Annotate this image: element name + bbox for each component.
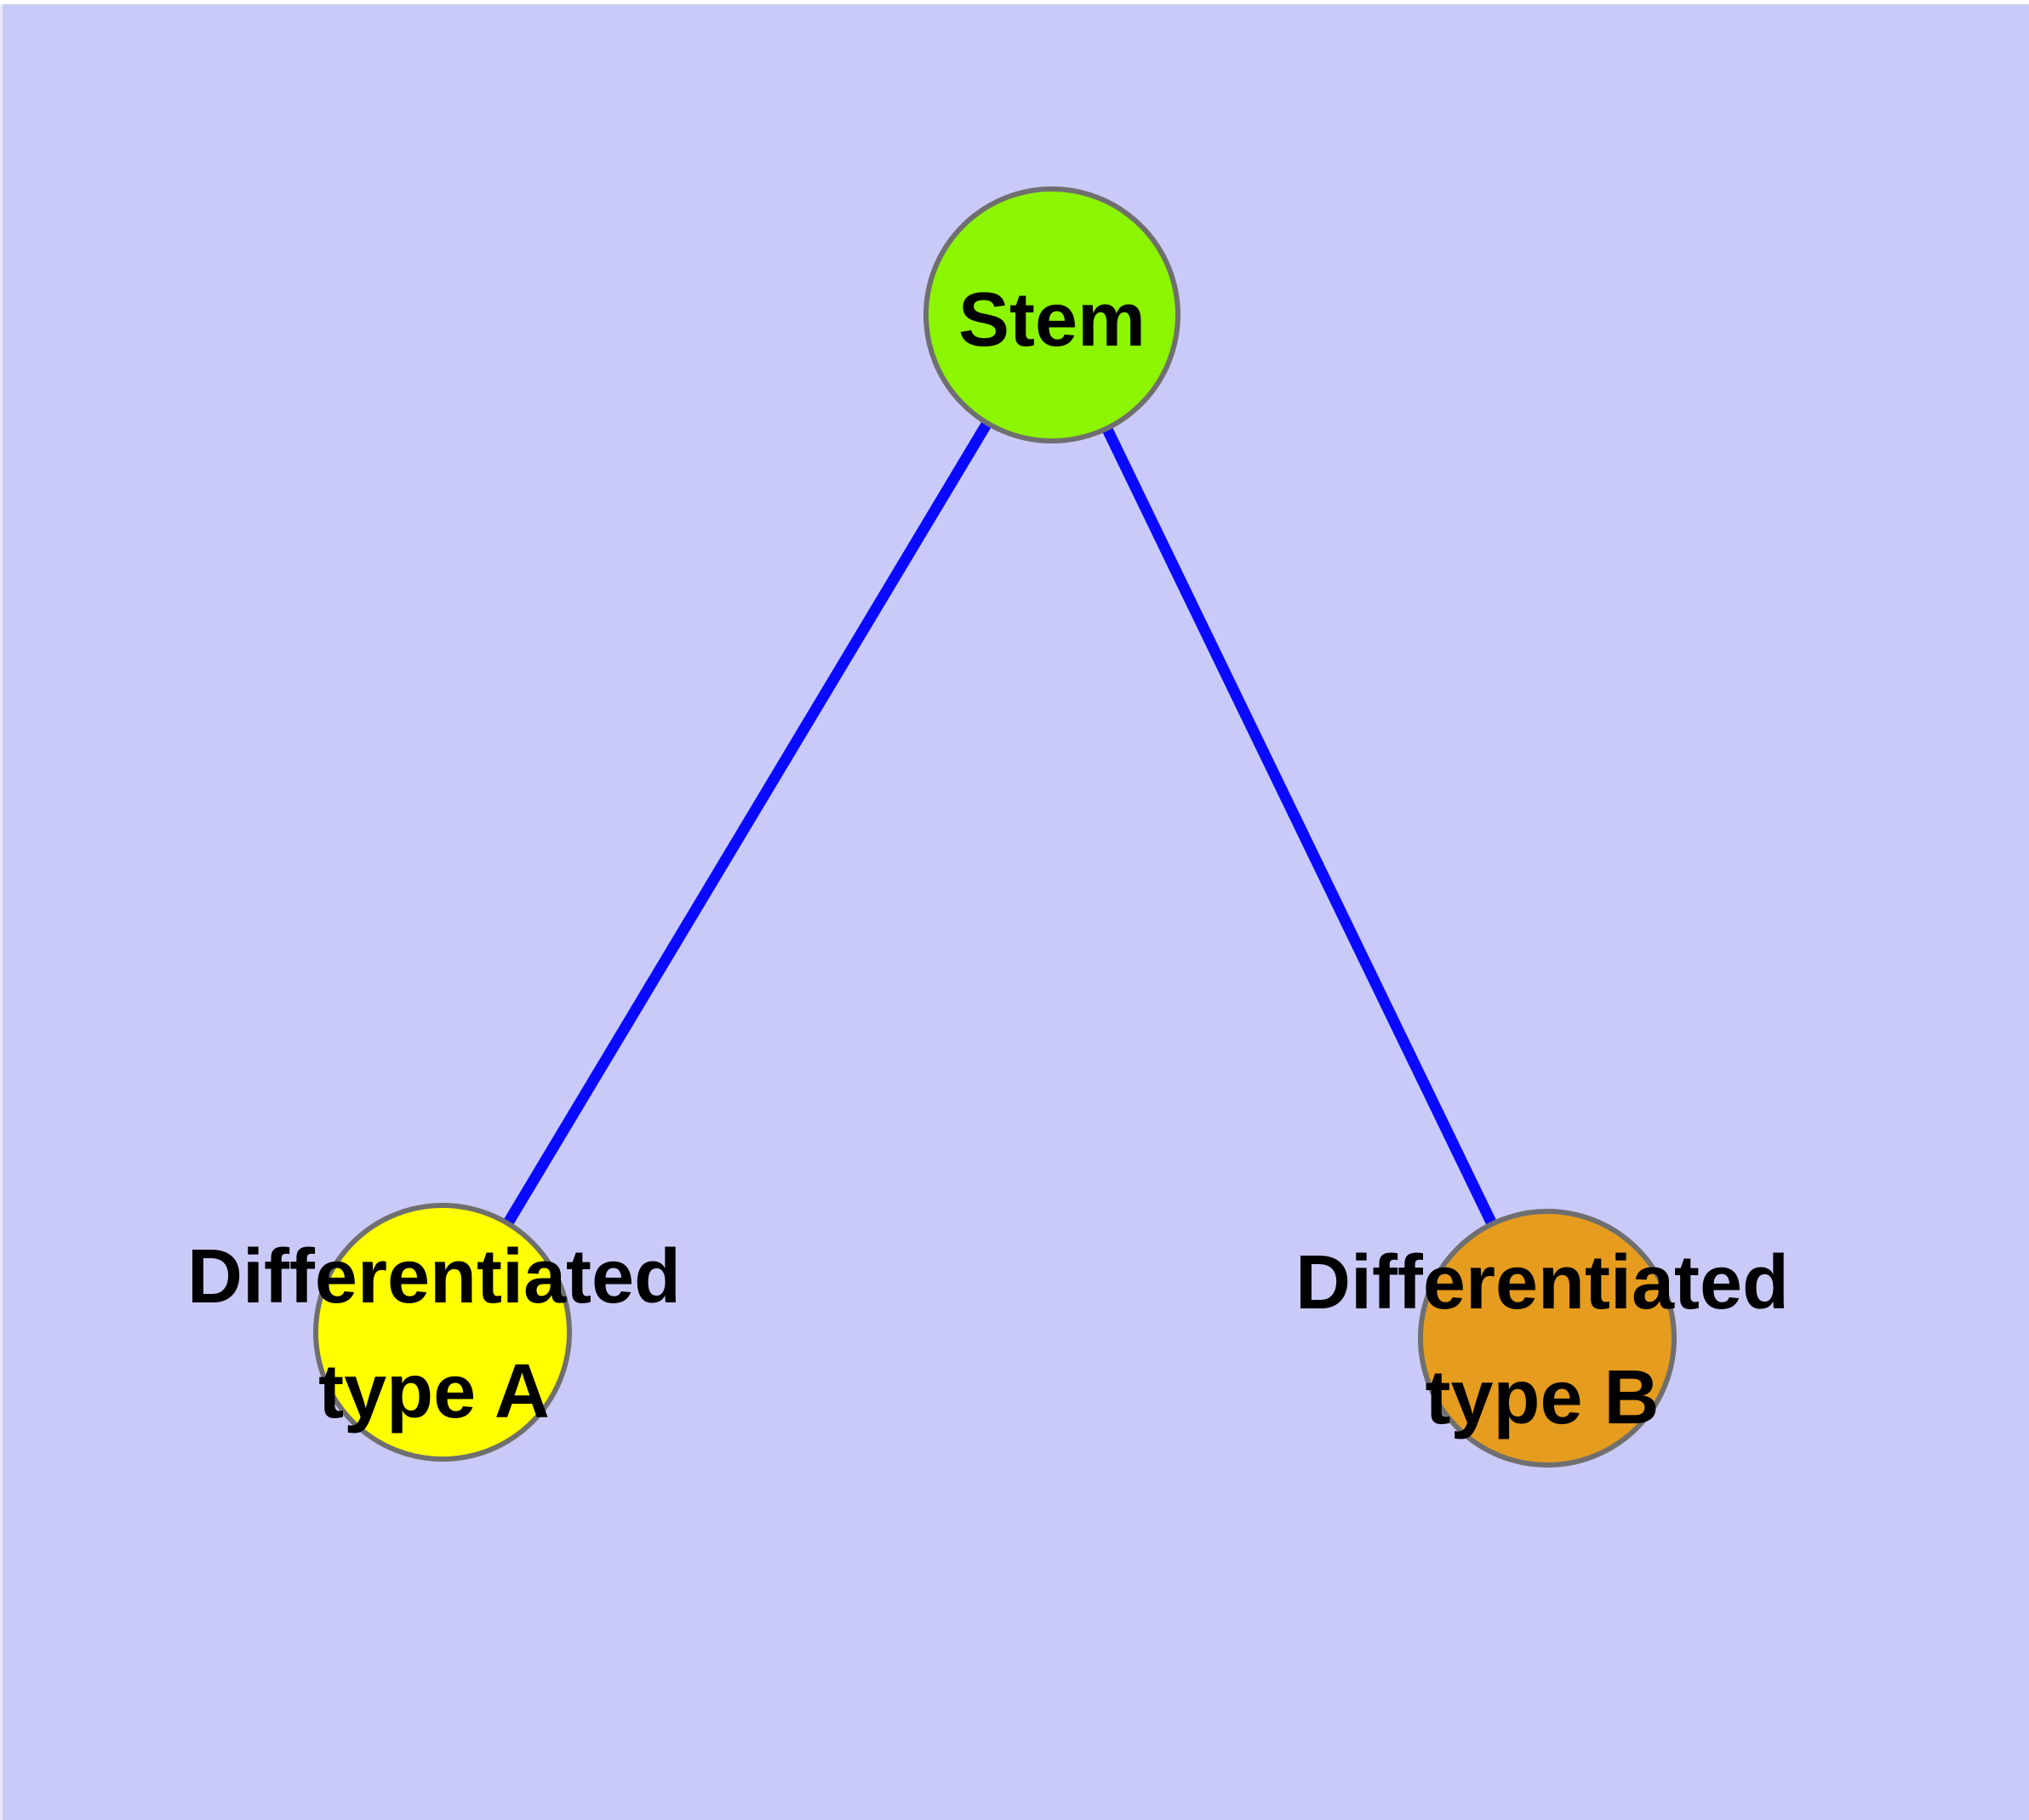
- edge-stem-to-type-b: [1047, 312, 1552, 1341]
- node-type-b-label-line2: type B: [1425, 1355, 1659, 1440]
- top-margin-strip: [0, 0, 2029, 4]
- node-stem-circle: [923, 186, 1180, 444]
- left-margin-strip: [0, 0, 3, 1820]
- node-type-a-label-line1: Differentiated: [187, 1234, 681, 1319]
- node-type-b-label-line1: Differentiated: [1295, 1240, 1789, 1325]
- node-stem-label: Stem: [958, 278, 1146, 363]
- node-type-a-label-line2: type A: [318, 1349, 550, 1434]
- edge-stem-to-type-a: [437, 312, 1057, 1336]
- node-type-b-circle: [1418, 1209, 1677, 1468]
- node-type-a-circle: [313, 1203, 572, 1462]
